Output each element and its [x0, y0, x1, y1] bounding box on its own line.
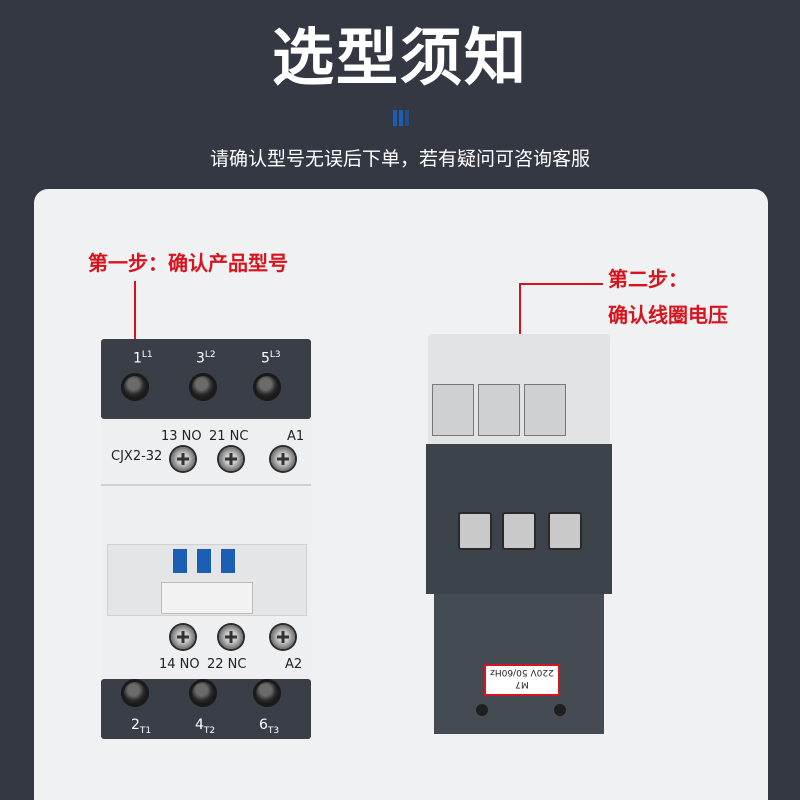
terminal-L1-label: L1 [141, 350, 153, 360]
power-terminal-icon [548, 512, 582, 550]
power-terminal-icon [458, 512, 492, 550]
screw-icon [171, 625, 195, 649]
content-card: 第一步：确认产品型号 第二步： 确认线圈电压 1L1 3L2 5L3 13 NO… [34, 189, 768, 800]
title-accent [392, 110, 409, 126]
screw-terminal-icon [253, 373, 281, 401]
aux-21nc-label: 21 NC [209, 429, 249, 444]
screw-icon [271, 447, 295, 471]
aux-13no-label: 13 NO [161, 429, 202, 444]
mount-hole [554, 704, 566, 716]
terminal-L2-label: L2 [204, 350, 216, 360]
step2-label-line1: 第二步： [608, 267, 688, 291]
aux-14no-label: 14 NO [159, 657, 200, 672]
terminal-T1-label: T1 [139, 725, 152, 736]
terminal-clamp [478, 384, 520, 436]
step2-pointer-h [519, 283, 603, 285]
terminal-5-label: 5 [261, 350, 270, 367]
page-title: 选型须知 [271, 21, 528, 94]
label-slot [161, 582, 253, 614]
screw-terminal-icon [189, 679, 217, 707]
divider [101, 484, 311, 486]
terminal-L3-label: L3 [269, 350, 281, 360]
screw-icon [219, 447, 243, 471]
screw-icon [219, 625, 243, 649]
contactor-side-view: M7 220V 50/60Hz [426, 334, 616, 734]
step1-pointer [134, 281, 136, 396]
terminal-1-label: 1 [133, 350, 142, 367]
indicator-window [197, 549, 211, 573]
screw-terminal-icon [121, 679, 149, 707]
coil-code-text: M7 [515, 679, 529, 689]
mount-hole [476, 704, 488, 716]
coil-a1-label: A1 [287, 429, 305, 444]
coil-rating-text: 220V 50/60Hz [490, 667, 554, 677]
model-label: CJX2-32 [111, 449, 163, 464]
indicator-window [173, 549, 187, 573]
terminal-clamp [432, 384, 474, 436]
step1-label: 第一步：确认产品型号 [88, 251, 288, 275]
terminal-clamp [524, 384, 566, 436]
terminal-6-label: 6 [259, 717, 268, 733]
screw-icon [271, 625, 295, 649]
coil-rating-label: M7 220V 50/60Hz [484, 664, 560, 696]
terminal-3-label: 3 [196, 350, 205, 367]
page-subtitle: 请确认型号无误后下单，若有疑问可咨询客服 [209, 148, 590, 170]
step2-label-line2: 确认线圈电压 [608, 303, 728, 327]
aux-22nc-label: 22 NC [207, 657, 247, 672]
terminal-4-label: 4 [195, 717, 204, 733]
screw-terminal-icon [253, 679, 281, 707]
terminal-T2-label: T2 [203, 725, 216, 736]
screw-terminal-icon [121, 373, 149, 401]
indicator-window [221, 549, 235, 573]
power-terminal-icon [502, 512, 536, 550]
terminal-2-label: 2 [131, 717, 140, 733]
terminal-T3-label: T3 [267, 725, 280, 736]
contactor-front-view: 1L1 3L2 5L3 13 NO 21 NC A1 CJX2-32 14 NO… [101, 339, 311, 739]
screw-terminal-icon [189, 373, 217, 401]
screw-icon [171, 447, 195, 471]
coil-a2-label: A2 [285, 657, 303, 672]
